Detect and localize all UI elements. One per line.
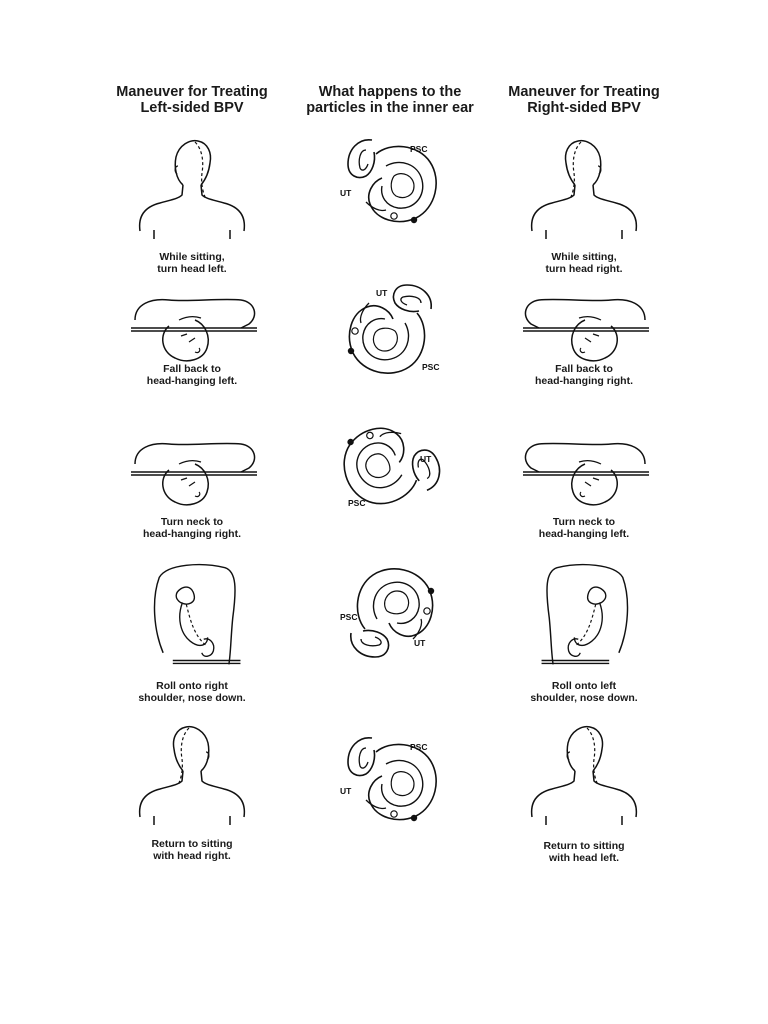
caption-line: turn head left. <box>157 263 227 275</box>
caption-line: Roll onto right <box>156 680 228 692</box>
ear-label-ut: UT <box>340 188 352 198</box>
ear-label-ut: UT <box>414 638 426 648</box>
caption-line: Return to sitting <box>543 840 625 852</box>
sitting-person-icon <box>132 716 252 832</box>
right-step-3-caption: Turn neck to head-hanging left. <box>494 516 674 540</box>
header-middle-line1: What happens to the <box>318 84 462 100</box>
ear-label-psc: PSC <box>348 498 365 508</box>
caption-line: While sitting, <box>159 251 225 263</box>
ear-label-ut: UT <box>420 454 432 464</box>
ear-label-ut: UT <box>340 786 352 796</box>
left-step-5-caption: Return to sitting with head right. <box>102 838 282 862</box>
header-left-line1: Maneuver for Treating <box>116 84 268 100</box>
sitting-person-icon <box>524 132 644 244</box>
rolled-side-nose-down-icon <box>536 560 636 676</box>
caption-line: shoulder, nose down. <box>138 692 246 704</box>
ear-label-psc: PSC <box>410 742 427 752</box>
right-step-5-caption: Return to sitting with head left. <box>494 840 674 864</box>
caption-line: head-hanging right. <box>535 375 633 387</box>
caption-line: Roll onto left <box>551 680 617 692</box>
lying-head-hanging-icon <box>128 290 260 370</box>
header-right-line1: Maneuver for Treating <box>508 84 660 100</box>
inner-ear-labyrinth-icon: PSC UT <box>340 728 446 832</box>
caption-line: turn head right. <box>545 263 623 275</box>
header-right-bpv: Maneuver for Treating Right-sided BPV <box>484 84 684 116</box>
sitting-person-icon <box>524 716 644 832</box>
left-step-3-caption: Turn neck to head-hanging right. <box>102 516 282 540</box>
caption-line: head-hanging left. <box>146 375 238 387</box>
right-step-2-caption: Fall back to head-hanging right. <box>494 363 674 387</box>
right-step-1-caption: While sitting, turn head right. <box>494 251 674 275</box>
header-inner-ear: What happens to the particles in the inn… <box>290 84 490 116</box>
caption-line: Return to sitting <box>151 838 233 850</box>
caption-line: Turn neck to <box>160 516 224 528</box>
ear-label-psc: PSC <box>422 362 439 372</box>
caption-line: with head left. <box>548 852 619 864</box>
left-step-2-caption: Fall back to head-hanging left. <box>102 363 282 387</box>
caption-line: head-hanging left. <box>538 528 630 540</box>
sitting-person-icon <box>132 132 252 244</box>
ear-label-ut: UT <box>376 288 388 298</box>
caption-line: Turn neck to <box>552 516 616 528</box>
caption-line: Fall back to <box>555 363 613 375</box>
caption-line: Fall back to <box>163 363 221 375</box>
left-step-4-caption: Roll onto right shoulder, nose down. <box>102 680 282 704</box>
left-step-1-caption: While sitting, turn head left. <box>102 251 282 275</box>
header-left-bpv: Maneuver for Treating Left-sided BPV <box>92 84 292 116</box>
caption-line: shoulder, nose down. <box>530 692 638 704</box>
caption-line: head-hanging right. <box>143 528 241 540</box>
ear-label-psc: PSC <box>410 144 427 154</box>
lying-head-hanging-icon <box>520 290 652 370</box>
inner-ear-labyrinth-icon: PSC UT <box>340 130 446 234</box>
inner-ear-labyrinth-icon: UT PSC <box>336 416 446 522</box>
rolled-side-nose-down-icon <box>146 560 246 676</box>
header-left-line2: Left-sided BPV <box>140 100 244 116</box>
ear-label-psc: PSC <box>340 612 357 622</box>
header-right-line2: Right-sided BPV <box>527 100 641 116</box>
caption-line: with head right. <box>153 850 231 862</box>
inner-ear-labyrinth-icon: PSC UT <box>340 564 446 668</box>
header-middle-line2: particles in the inner ear <box>306 100 474 116</box>
lying-head-hanging-icon <box>128 434 260 514</box>
lying-head-hanging-icon <box>520 434 652 514</box>
caption-line: While sitting, <box>551 251 617 263</box>
right-step-4-caption: Roll onto left shoulder, nose down. <box>494 680 674 704</box>
inner-ear-labyrinth-icon: UT PSC <box>336 278 439 382</box>
